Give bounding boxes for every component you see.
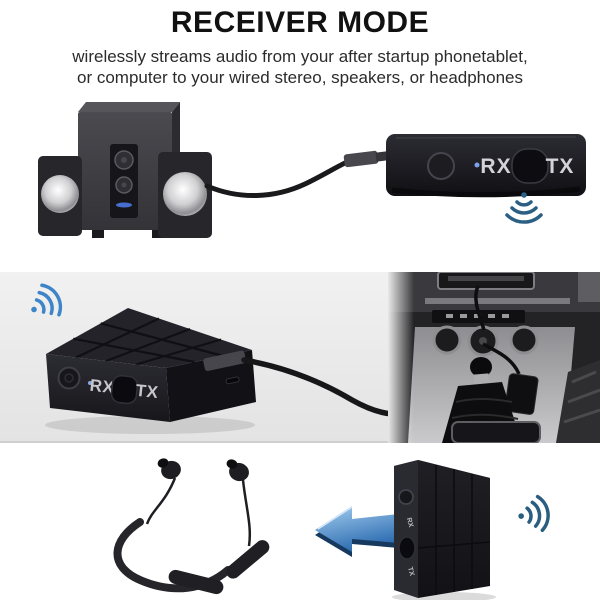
bluetooth-adapter-device: RX TX — [392, 460, 496, 600]
climate-knob — [432, 325, 462, 355]
top-scene-speakers-to-receiver: RX TX — [0, 88, 600, 273]
left-earbud — [157, 458, 181, 480]
usb-port — [225, 376, 240, 385]
grid-top-texture — [73, 317, 224, 366]
gear-shifter — [470, 357, 492, 377]
earbud-wire — [241, 479, 252, 547]
rx-label: RX — [480, 155, 511, 178]
led-indicator — [116, 202, 132, 208]
led-indicator — [474, 162, 480, 168]
rx-tx-switch — [398, 536, 416, 560]
rx-tx-switch — [110, 374, 139, 405]
car-console-photo — [388, 272, 600, 443]
neckband-earphones-photo — [113, 458, 270, 595]
wireless-signal-icon — [518, 494, 550, 533]
aux-cable — [482, 342, 521, 375]
aux-cable — [474, 285, 486, 331]
speaker-system-photo — [38, 102, 212, 238]
bluetooth-adapter-device: RX TX — [386, 134, 586, 198]
middle-scene-receiver-to-car: RX TX — [0, 272, 600, 443]
tx-label: TX — [406, 566, 415, 577]
right-earbud — [226, 459, 249, 482]
rx-label: RX — [89, 376, 116, 397]
gear-gate — [451, 421, 541, 443]
page-title: RECEIVER MODE — [170, 6, 430, 39]
header: RECEIVER MODE wirelessly streams audio f… — [0, 4, 600, 88]
rx-tx-switch — [511, 148, 549, 184]
adapter-in-car — [504, 373, 539, 415]
audio-plug — [203, 350, 246, 371]
bottom-scene-receiver-to-earphones: RX TX — [0, 448, 600, 600]
climate-knob — [509, 325, 539, 355]
audio-cable — [204, 159, 350, 199]
neckband-pod — [168, 569, 224, 595]
earbud-wire — [145, 477, 177, 525]
tx-label: TX — [135, 381, 160, 402]
power-button — [57, 366, 81, 390]
wireless-signal-icon — [31, 283, 63, 317]
bluetooth-adapter-device: RX TX — [45, 308, 256, 434]
subtitle-line-1: wirelessly streams audio from your after… — [72, 47, 528, 66]
neckband-pod — [226, 540, 270, 579]
audio-plug — [343, 150, 389, 168]
audio-cable — [241, 357, 395, 417]
power-button — [398, 489, 414, 505]
subtitle-line-2: or computer to your wired stereo, speake… — [76, 68, 524, 87]
wireless-signal-icon — [505, 192, 543, 224]
arrow-left-icon — [315, 506, 399, 557]
power-button — [427, 152, 455, 180]
tx-label: TX — [546, 155, 575, 178]
rx-label: RX — [405, 517, 414, 529]
led-indicator — [88, 381, 92, 385]
